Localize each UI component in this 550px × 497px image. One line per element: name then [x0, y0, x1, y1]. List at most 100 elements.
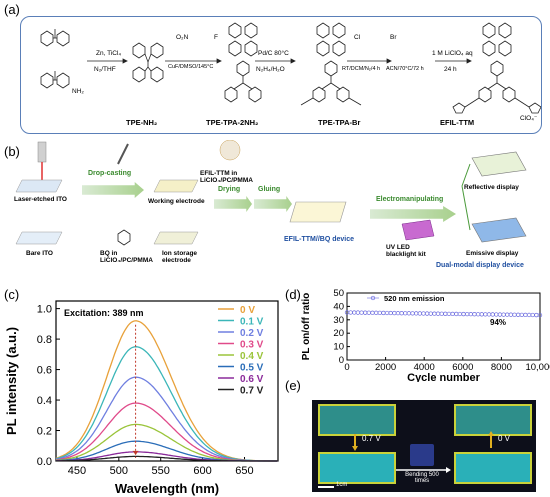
reagent-n2h4: N₂H₄/H₂O: [256, 66, 285, 73]
data-point: [428, 311, 433, 316]
data-point: [377, 310, 382, 316]
group-clo4: ClO₄⁻: [520, 115, 538, 122]
drop-casting-label: Drop-casting: [88, 170, 132, 177]
y-tick-label: 0.2: [37, 426, 52, 438]
data-point: [388, 310, 393, 316]
x-tick-label: 550: [152, 465, 170, 477]
compound-efil-ttm: EFIL-TTM: [440, 118, 475, 127]
group-br: Br: [390, 34, 397, 41]
x-tick-label: 450: [68, 465, 86, 477]
data-point: [352, 310, 357, 315]
y-axis-label: PL on/off ratio: [301, 293, 312, 361]
x-axis-label: Wavelength (nm): [115, 481, 219, 496]
x-tick-label: 0: [344, 362, 349, 373]
reagent-liclo4: 1 M LiClO₄ aq: [432, 50, 473, 57]
voltage-off-label: 0 V: [498, 434, 511, 443]
reagent-zn: Zn, TiCl₄: [96, 50, 122, 57]
photo-reflective-before: [318, 404, 396, 436]
data-point: [417, 311, 422, 316]
data-point: [497, 312, 503, 317]
y-tick-label: 10: [333, 342, 344, 353]
compound-tpe-tpa-2nh2: TPE-TPA-2NH₂: [206, 118, 259, 127]
legend-label-5: 0.5 V: [240, 363, 264, 374]
data-point: [406, 311, 412, 316]
data-point: [479, 312, 484, 317]
data-point: [381, 310, 386, 316]
y-tick-label: 0.4: [37, 395, 52, 407]
legend-label-3: 0.3 V: [240, 340, 264, 351]
photo-arrows: [352, 431, 494, 473]
data-point: [384, 310, 390, 316]
data-point: [534, 312, 539, 318]
efil-ttm-in-label: EFIL-TTM in LiClO₄/PC/PMMA: [200, 170, 253, 184]
ion-storage-label: Ion storage electrode: [162, 250, 198, 264]
reagent-cuf: CuF/DMSO/145°C: [168, 64, 214, 70]
data-point: [450, 311, 455, 317]
laser-ito-label: Laser-etched ITO: [14, 196, 67, 203]
y-tick-label: 0: [339, 355, 344, 366]
group-nh2-a: NH₂: [72, 88, 84, 95]
data-point: [366, 310, 371, 315]
bending-label: Bending 500 times: [405, 472, 439, 484]
y-tick-label: 0.6: [37, 365, 52, 377]
dual-modal-label: Dual-modal display device: [436, 262, 524, 269]
emissive-label: Emissive display: [466, 250, 519, 257]
data-point: [483, 312, 488, 317]
device-label: EFIL-TTM//BQ device: [284, 236, 355, 243]
data-point: [348, 310, 353, 315]
reagent-rt-dcm: RT/DCM/N₂/4 h: [342, 66, 381, 72]
data-point: [424, 311, 430, 316]
legend-label-4: 0.4 V: [240, 351, 264, 362]
panel-e-label: (e): [285, 378, 301, 393]
x-tick-label: 650: [235, 465, 253, 477]
panel-a-label: (a): [4, 2, 20, 17]
x-tick-label: 6000: [452, 362, 473, 373]
data-point: [439, 311, 444, 316]
x-tick-label: 600: [193, 465, 211, 477]
y-tick-label: 0.8: [37, 334, 52, 346]
data-point: [446, 311, 452, 316]
data-point: [465, 311, 470, 317]
legend-label-2: 0.2 V: [240, 328, 264, 339]
fabrication-diagram: [15, 140, 527, 246]
x-tick-label: 8000: [491, 362, 512, 373]
panel-d-label: (d): [285, 287, 301, 302]
legend-label-6: 0.6 V: [240, 374, 264, 385]
working-electrode-label: Working electrode: [148, 198, 205, 205]
y-tick-label: 50: [333, 288, 344, 299]
data-point: [461, 311, 466, 317]
panel-c-label: (c): [4, 287, 20, 302]
panel-b-label: (b): [4, 144, 20, 159]
x-axis-label: Cycle number: [407, 372, 480, 382]
electromanipulating-arrow: [370, 206, 456, 222]
data-point: [530, 312, 535, 318]
data-point: [501, 312, 506, 317]
drop-casting-arrow: [82, 182, 144, 198]
data-point: [512, 312, 517, 317]
data-point: [457, 311, 463, 317]
data-point: [486, 312, 492, 317]
legend-label-0: 0 V: [240, 305, 255, 316]
data-point: [519, 312, 524, 318]
photo-emissive: [318, 452, 396, 484]
photo-emissive-bent: [454, 452, 532, 484]
data-point: [363, 310, 368, 315]
legend-520nm: 520 nm emission: [384, 294, 445, 303]
y-tick-label: 20: [333, 328, 344, 339]
spectrum-line-3: [55, 402, 278, 462]
reagent-24h: 24 h: [444, 66, 457, 73]
reagent-pdc: Pd/C 80°C: [258, 50, 289, 57]
data-point: [472, 312, 477, 317]
synthesis-scheme: [40, 22, 542, 114]
voltage-on-label: 0.7 V: [362, 434, 381, 443]
data-point: [505, 312, 510, 317]
data-point: [516, 312, 521, 317]
data-point: [468, 311, 473, 317]
gluing-arrow: [254, 196, 292, 212]
data-point: [526, 312, 532, 318]
y-tick-label: 1.0: [37, 304, 52, 316]
data-point: [494, 312, 499, 317]
compound-tpe-tpa-br: TPE-TPA-Br: [318, 118, 361, 127]
bq-label: BQ in LiClO₄/PC/PMMA: [100, 250, 153, 264]
